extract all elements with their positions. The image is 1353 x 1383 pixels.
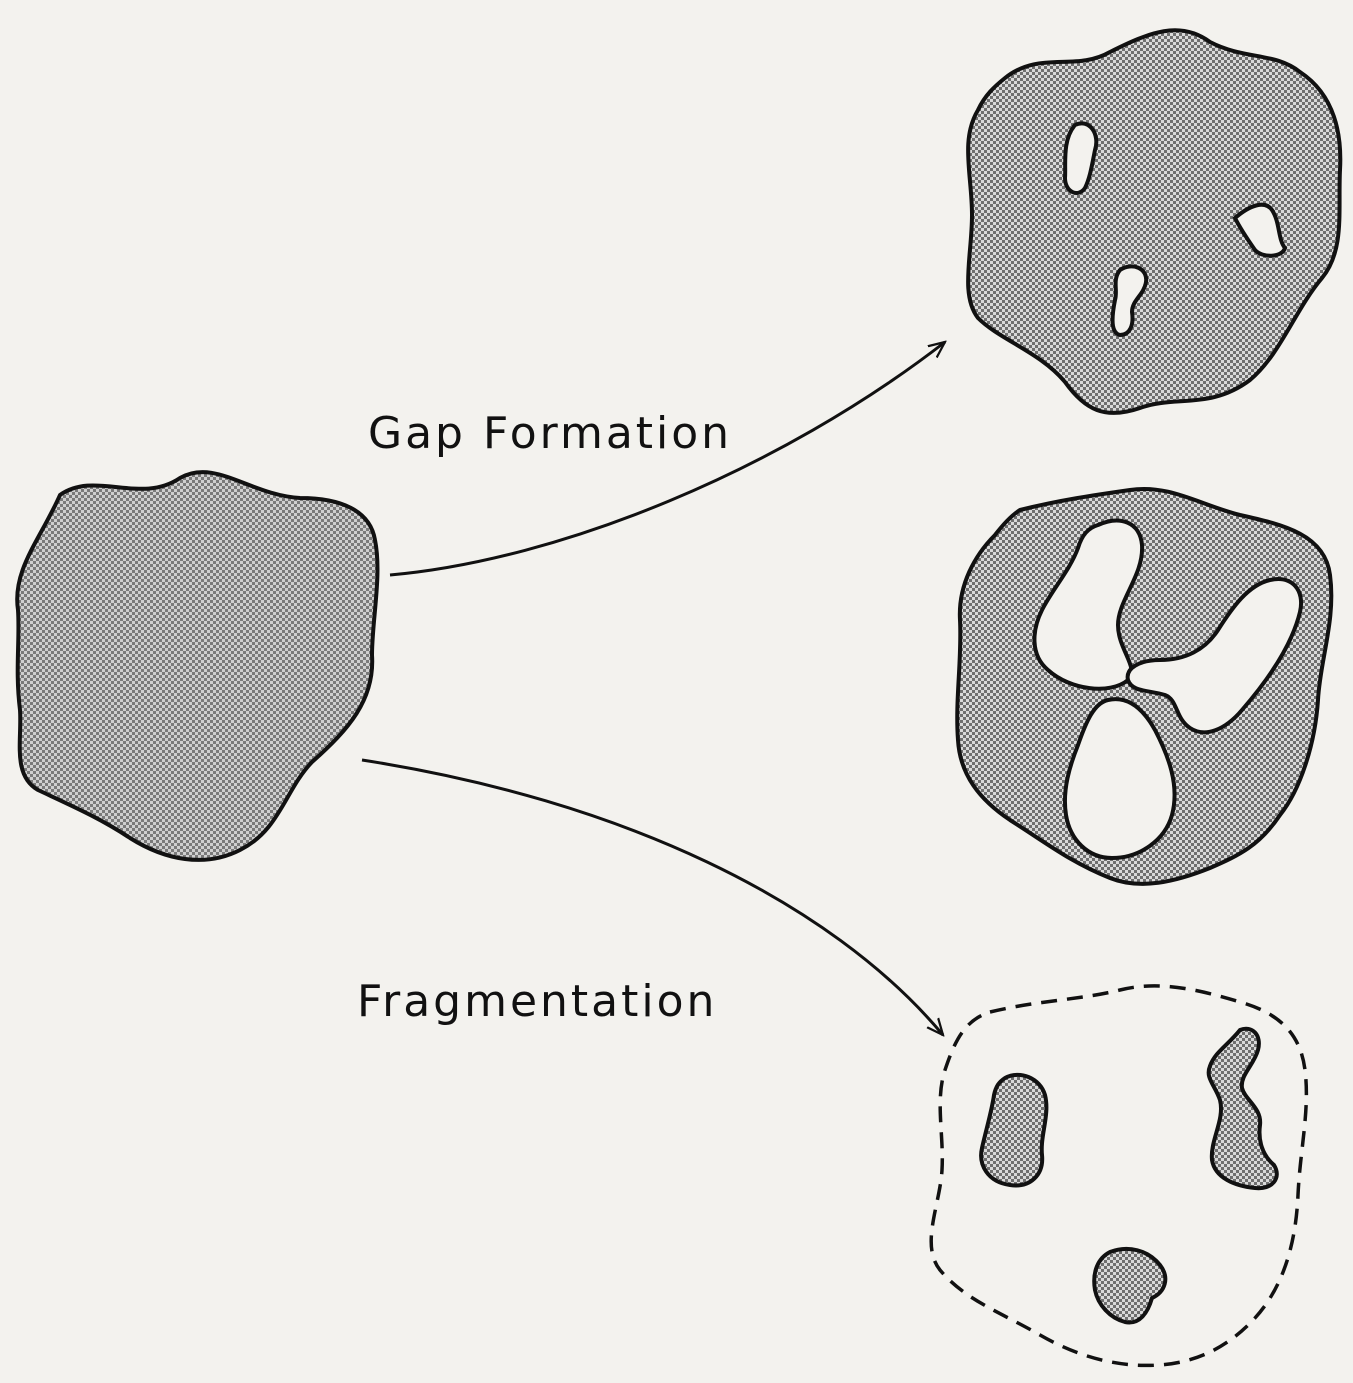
fragment-3	[1094, 1249, 1165, 1323]
label-fragmentation: Fragmentation	[357, 976, 717, 1027]
fragment-1	[981, 1075, 1046, 1186]
source-patch	[17, 472, 377, 860]
patch-fragmented	[931, 986, 1306, 1366]
label-gap-formation: Gap Formation	[368, 408, 732, 459]
patch-large-gaps	[957, 489, 1331, 884]
fragment-2	[1209, 1029, 1277, 1189]
patch-small-gaps	[968, 30, 1340, 413]
patch-small-gaps-body	[968, 30, 1340, 413]
